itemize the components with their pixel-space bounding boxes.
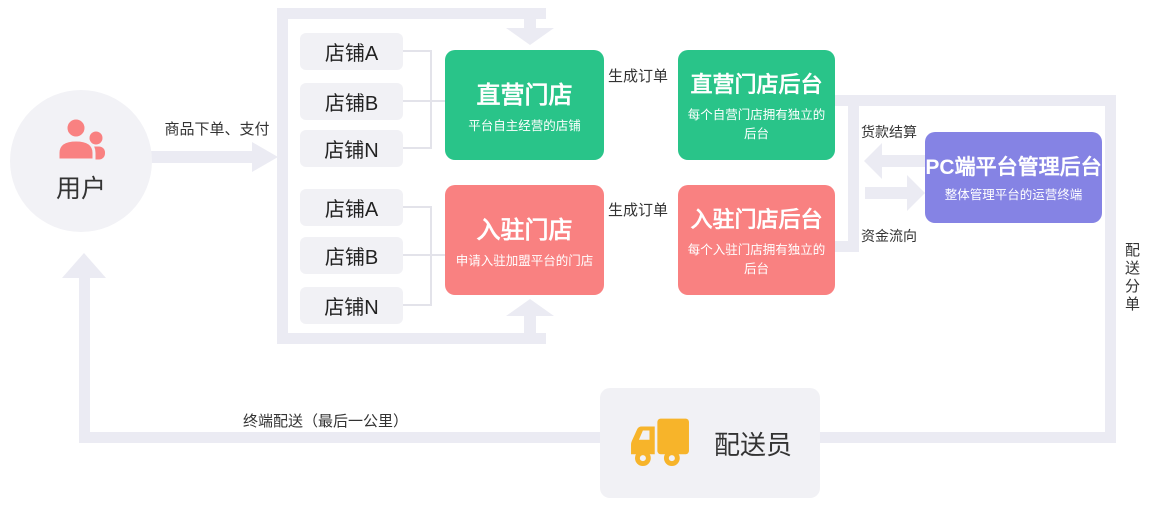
connector-settled-trunk (430, 206, 432, 306)
flow-settlement-arrowhead-left (864, 143, 882, 179)
label-funds-flow: 资金流向 (861, 228, 917, 244)
shop-label: 店铺B (324, 247, 379, 269)
flow-user-arrow-body (150, 151, 254, 163)
connector-direct-shop-b (403, 100, 445, 102)
user-node: 用户 (10, 90, 152, 232)
connector-direct-trunk (430, 50, 432, 149)
flow-right-bracket-bottom-stub (835, 241, 859, 252)
shop-label: 店铺B (324, 93, 379, 115)
connector-direct-shop-n (403, 147, 432, 149)
shop-label: 店铺N (324, 297, 379, 319)
flow-top-arrow-stem (524, 8, 536, 28)
flow-right-bracket-top-stub (835, 95, 859, 106)
user-label: 用户 (55, 175, 106, 203)
flow-user-arrowhead (252, 142, 278, 172)
flow-top-arrowhead-down (506, 28, 554, 45)
flow-bottom-horizontal-left (277, 333, 546, 344)
label-generate-order-bottom: 生成订单 (608, 202, 669, 219)
connector-settled-shop-n (403, 304, 432, 306)
flow-left-return-vertical (79, 278, 90, 443)
node-direct-store: 直营门店 平台自主经营的店铺 (445, 50, 604, 160)
courier-label: 配送员 (713, 429, 792, 460)
flow-right-vertical (1105, 95, 1116, 443)
node-direct-backend: 直营门店后台 每个自营门店拥有独立的后台 (678, 50, 835, 160)
label-generate-order-top: 生成订单 (608, 68, 669, 85)
flow-funds-arrow-body (865, 187, 907, 199)
shop-label: 店铺N (324, 140, 379, 162)
node-title: 直营门店后台 (690, 71, 823, 97)
node-subtitle: 每个入驻门店拥有独立的后台 (687, 242, 826, 276)
flow-funds-arrowhead-right (907, 175, 925, 211)
connector-settled-shop-b (403, 254, 445, 256)
shop-label: 店铺A (324, 199, 379, 221)
shop-direct-b: 店铺B (300, 83, 403, 120)
node-subtitle: 平台自主经营的店铺 (468, 118, 581, 133)
shop-direct-a: 店铺A (300, 33, 403, 70)
connector-direct-shop-a (403, 50, 432, 52)
users-icon (56, 117, 105, 162)
flow-return-arrowhead-up (62, 253, 106, 278)
node-pc-admin: PC端平台管理后台 整体管理平台的运营终端 (925, 132, 1102, 223)
node-title: PC端平台管理后台 (925, 155, 1102, 179)
node-title: 入驻门店后台 (690, 206, 823, 232)
flow-bottom-arrow-stem (524, 316, 536, 344)
shop-settled-a: 店铺A (300, 189, 403, 226)
truck-icon (631, 418, 689, 467)
node-title: 直营门店 (476, 81, 573, 109)
shop-settled-b: 店铺B (300, 237, 403, 274)
label-last-mile: 终端配送（最后一公里） (243, 413, 409, 430)
node-subtitle: 每个自营门店拥有独立的后台 (687, 107, 826, 141)
shop-label: 店铺A (324, 43, 379, 65)
node-subtitle: 申请入驻加盟平台的门店 (455, 253, 594, 268)
label-payment-settlement: 货款结算 (861, 124, 917, 140)
node-settled-store: 入驻门店 申请入驻加盟平台的门店 (445, 185, 604, 295)
node-title: 入驻门店 (476, 216, 573, 244)
node-subtitle: 整体管理平台的运营终端 (944, 187, 1083, 202)
connector-settled-shop-a (403, 206, 432, 208)
flow-top-horizontal (277, 8, 546, 19)
label-delivery-dispatch: 配送分单 (1123, 242, 1140, 314)
node-courier: 配送员 (600, 388, 820, 498)
flow-bottom-arrowhead-up (506, 299, 554, 316)
flow-top-long-line (859, 95, 1116, 106)
label-order-pay: 商品下单、支付 (164, 121, 270, 138)
shop-direct-n: 店铺N (300, 130, 403, 167)
node-settled-backend: 入驻门店后台 每个入驻门店拥有独立的后台 (678, 185, 835, 295)
shop-settled-n: 店铺N (300, 287, 403, 324)
flow-right-bracket-vertical (848, 95, 859, 252)
flow-left-bracket-vertical (277, 8, 288, 344)
flow-settlement-arrow-body (882, 155, 925, 167)
